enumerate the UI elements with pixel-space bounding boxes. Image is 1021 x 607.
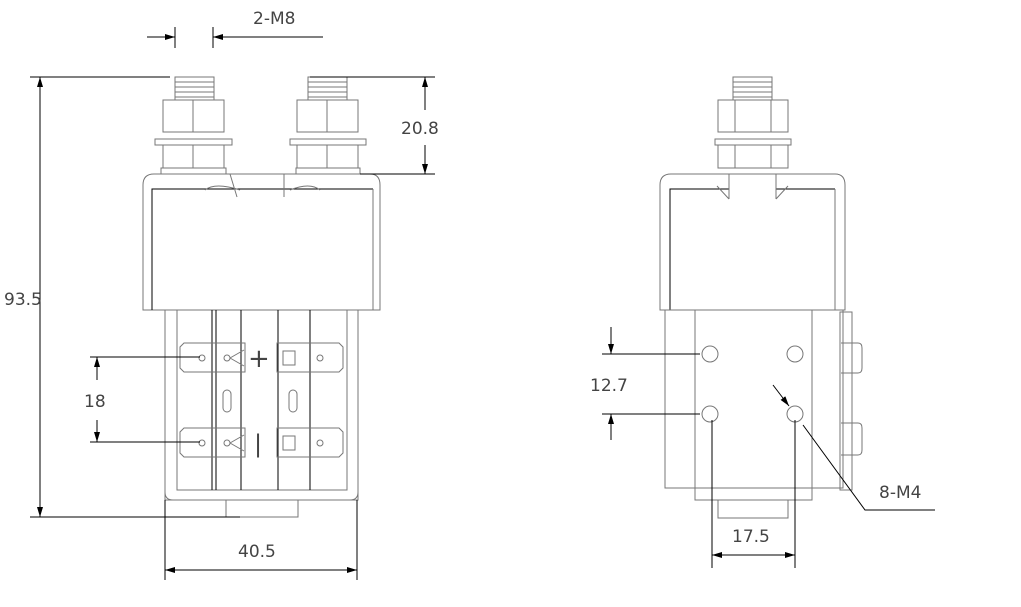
dim-17-5: 17.5 (711, 420, 796, 568)
dim-12-7: 12.7 (590, 327, 700, 440)
dim-2-m8: 2-M8 (147, 9, 323, 48)
svg-text:12.7: 12.7 (590, 376, 628, 396)
svg-text:40.5: 40.5 (238, 542, 276, 562)
svg-text:18: 18 (84, 392, 106, 412)
terminal-left (154, 76, 233, 175)
mounting-holes (701, 345, 804, 423)
dim-18: 18 (84, 356, 200, 443)
dim-93-5: 93.5 (4, 76, 240, 518)
svg-text:20.8: 20.8 (401, 119, 439, 139)
plus-mark: + (248, 344, 270, 374)
svg-text:2-M8: 2-M8 (253, 9, 295, 29)
contactor-cap (142, 173, 381, 311)
svg-text:17.5: 17.5 (732, 527, 770, 547)
front-view: + | 2-M8 20.8 93.5 18 (4, 9, 439, 580)
svg-text:93.5: 93.5 (4, 290, 42, 310)
terminal-right (289, 76, 367, 175)
svg-text:8-M4: 8-M4 (879, 483, 921, 503)
minus-mark: | (254, 430, 262, 458)
dim-40-5: 40.5 (164, 500, 358, 580)
side-view: 12.7 17.5 8-M4 (590, 76, 935, 568)
dim-20-8: 20.8 (310, 76, 439, 175)
coil-body: + | (164, 309, 359, 518)
leader-8-m4: 8-M4 (772, 384, 935, 511)
